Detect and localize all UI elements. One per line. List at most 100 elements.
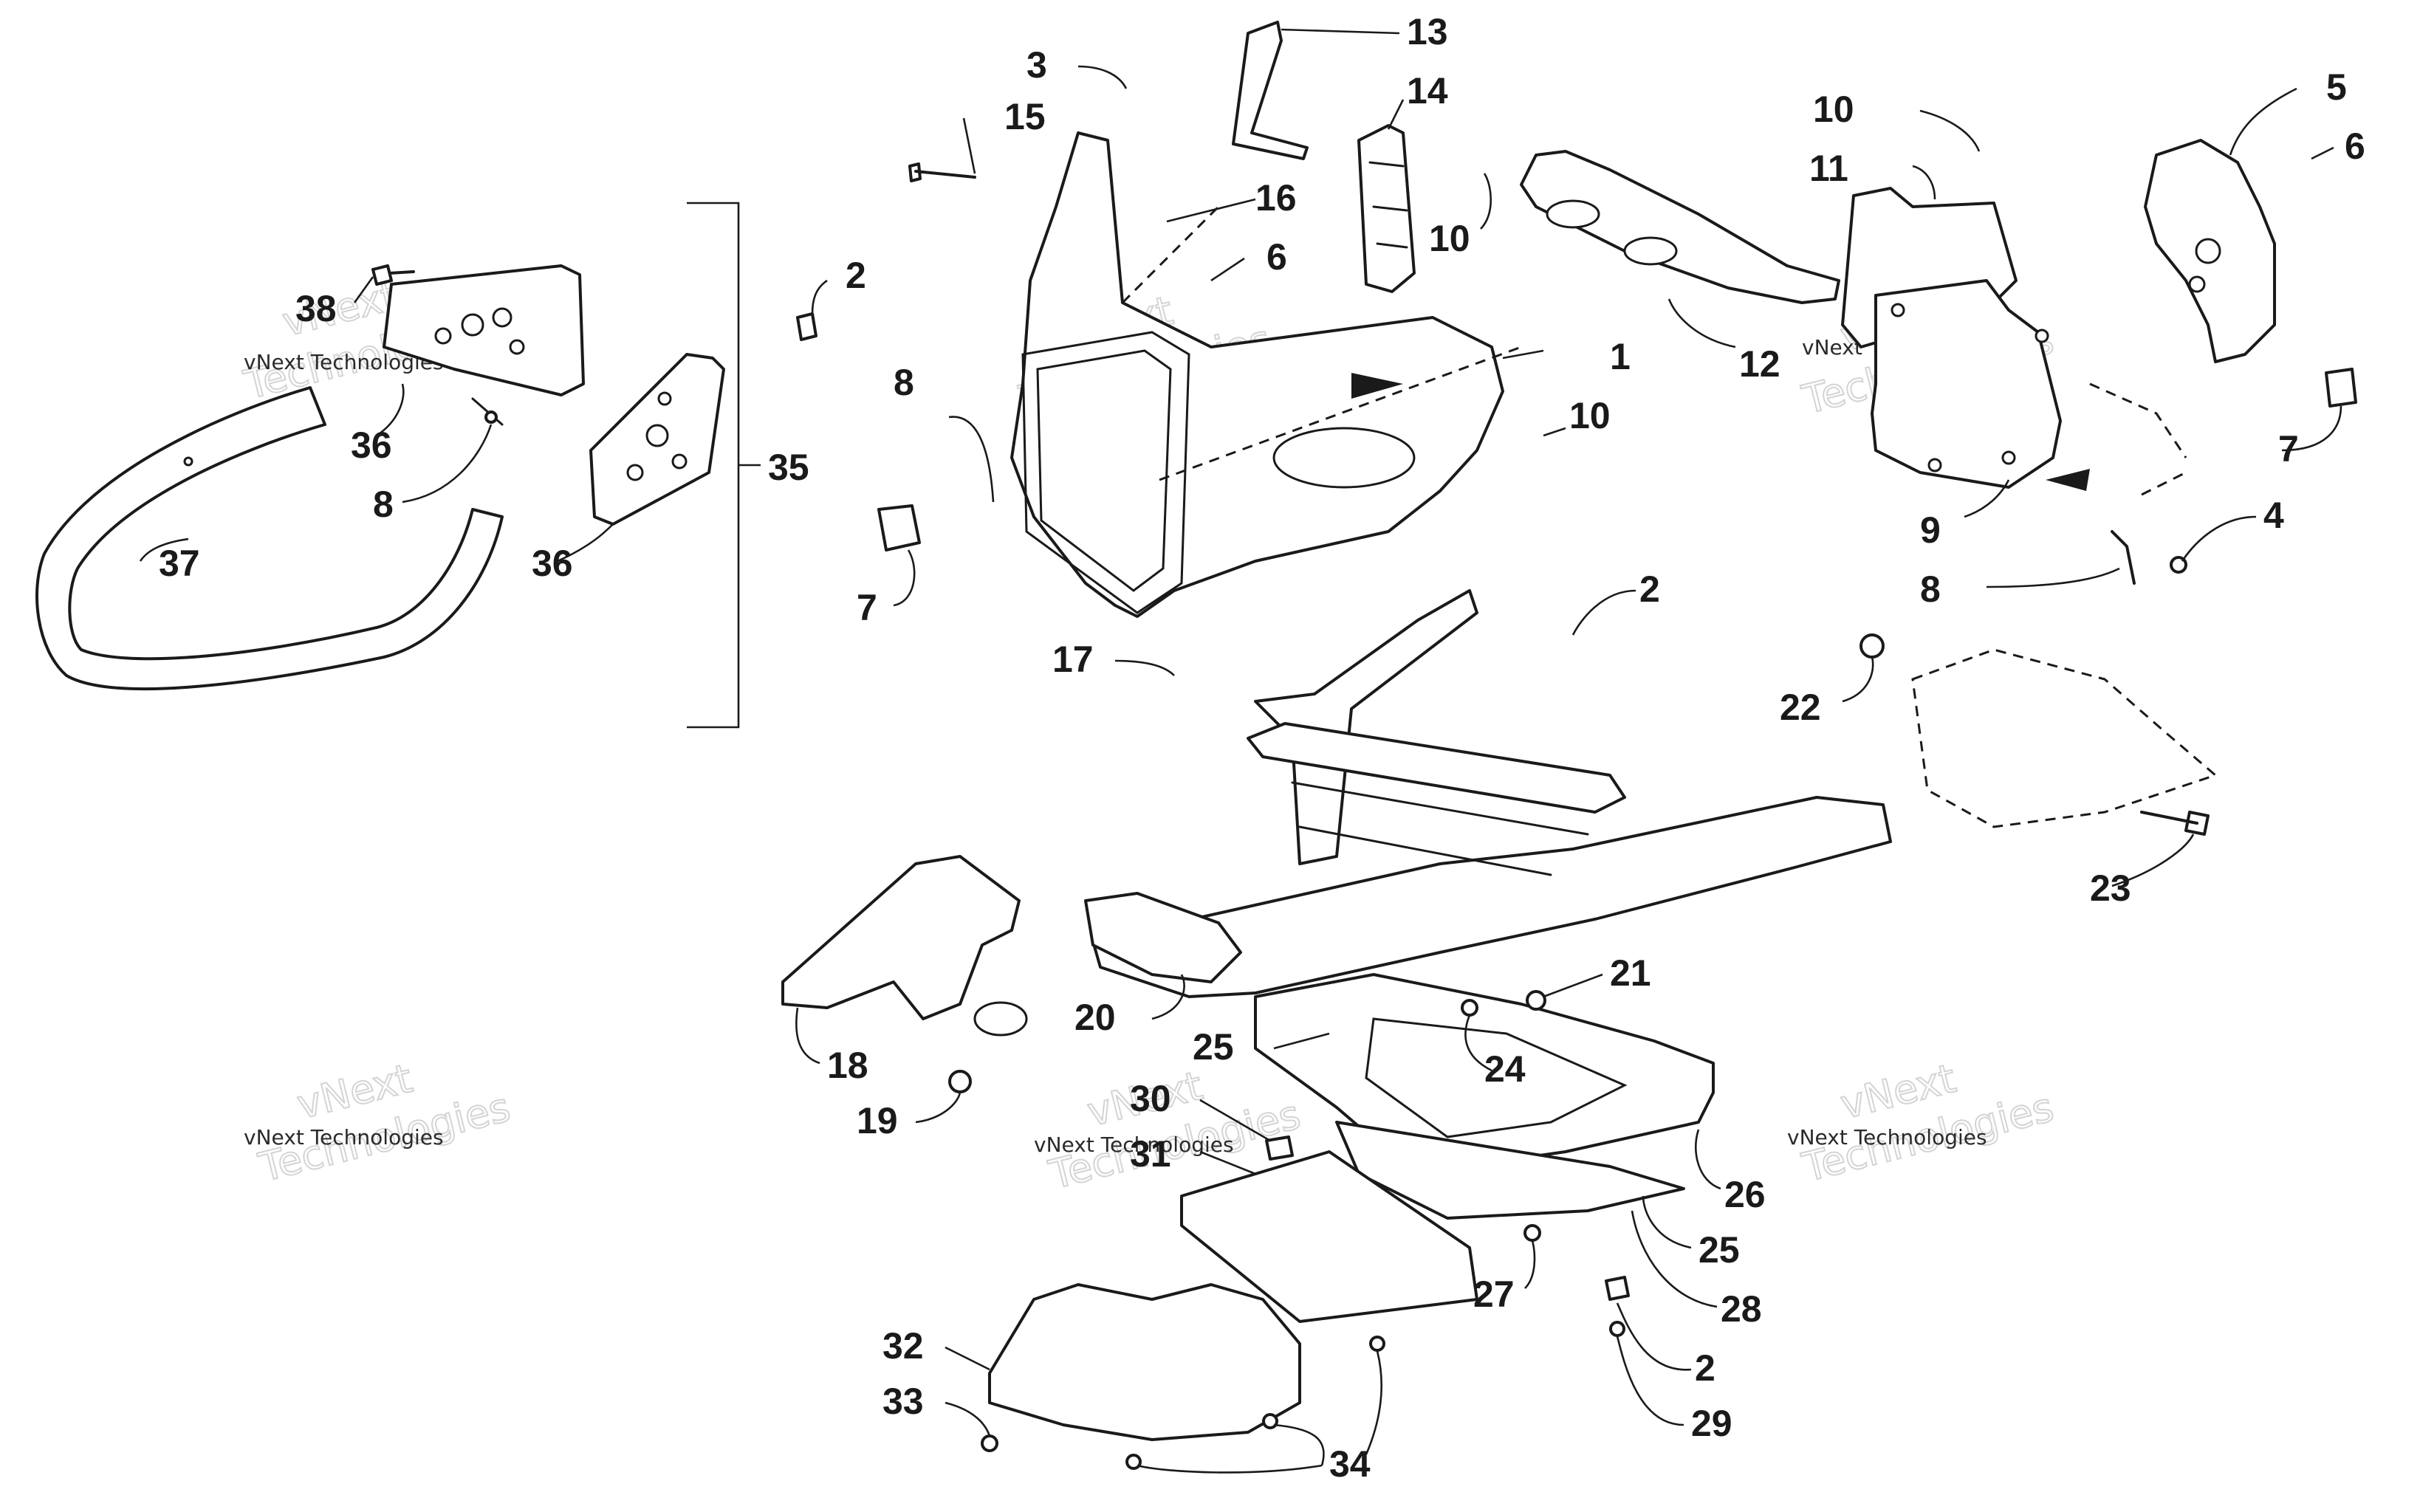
leader-2-top [811,279,828,315]
rivet-8-left-head [484,410,498,424]
callout-30: 30 [1130,1078,1171,1119]
panel-12 [1520,150,1840,304]
leader-36-bot [557,523,614,563]
leader-12 [1667,298,1736,348]
callout-38: 38 [295,288,337,329]
leader-30 [1199,1099,1271,1142]
nut-22 [1859,633,1885,659]
nut-19 [948,1070,972,1093]
leader-10-right [1919,109,1981,152]
leader-6-center [1210,257,1245,282]
frame-main-rail [1091,796,1892,998]
leader-33 [945,1401,991,1437]
leader-2-mid [1571,589,1636,636]
bracket-5-hole [2195,238,2221,264]
leader-14 [1387,99,1405,130]
clip-2-top [796,312,817,341]
panel-12-hole [1546,199,1600,229]
mount-plate-hole [509,339,525,355]
frame-dashed-outline [1911,648,2218,828]
screw-34a [1125,1454,1142,1470]
direction-arrow-right [2046,469,2090,491]
leader-21 [1543,973,1603,998]
skid-plate-assembly [981,973,1715,1470]
bracket-13 [1232,21,1309,160]
callout-22: 22 [1780,687,1821,728]
leader-26 [1694,1129,1721,1190]
bracket-18 [781,855,1021,1020]
callout-27: 27 [1473,1274,1515,1315]
rivet-8-right [2111,530,2136,585]
leader-8-right [1986,567,2120,588]
leader-36-top [376,383,405,437]
callout-10-right: 10 [1813,89,1854,130]
callout-28: 28 [1721,1288,1762,1330]
callout-7-right: 7 [2278,428,2299,470]
leader-4 [2181,515,2257,562]
bolt-21 [1526,990,1546,1011]
callout-34: 34 [1329,1443,1371,1485]
direction-arrow-center [1351,373,1403,399]
cover-9-hole [1927,458,1942,472]
bracket-18-tube [973,1001,1028,1037]
frame-brace [1291,781,1589,876]
leader-23 [2111,834,2195,887]
leader-38 [353,276,374,303]
callout-8-left: 8 [373,484,394,525]
mount-plate-hole [492,307,513,328]
callout-14: 14 [1407,70,1448,111]
callout-2-bot: 2 [1695,1347,1715,1389]
panel-12-hole [1623,236,1678,266]
callout-labels: 1 2 2 2 3 4 5 6 6 7 7 8 8 8 9 10 10 10 1… [159,11,2365,1485]
clip-30 [1265,1135,1294,1161]
callout-5: 5 [2326,66,2347,108]
skid-plate-26 [1254,973,1715,1168]
callout-8-center: 8 [894,362,914,403]
bracket-20 [1084,892,1242,983]
callout-36-bot: 36 [532,543,573,584]
leader-25-left [1273,1032,1330,1050]
leader-7-right [2281,405,2342,452]
callout-29: 29 [1691,1403,1732,1444]
leader-20 [1151,974,1185,1020]
cover-9-hole [1891,303,1905,317]
callout-25-left: 25 [1193,1026,1234,1068]
bolt-24 [1461,999,1478,1017]
leader-7-left [893,549,916,607]
callout-11: 11 [1809,148,1848,189]
callout-32: 32 [882,1325,924,1367]
callout-12: 12 [1739,343,1780,385]
leader-5 [2229,87,2297,156]
leader-1 [1502,349,1544,360]
watermark-small-text: vNext Technologies [244,1125,444,1150]
bumper-hole [183,456,193,467]
frame-side-member [1247,722,1626,814]
leader-13 [1281,28,1400,35]
callout-2-mid: 2 [1639,568,1660,610]
callout-36-top: 36 [351,425,392,466]
guard-32 [988,1283,1301,1441]
leader-28 [1631,1210,1718,1308]
cover-9 [1871,279,2062,489]
leader-10-mid [1480,173,1492,230]
mount-14-detail [1368,161,1408,249]
cover-9-hole [2001,450,2016,465]
mount-plate-hole [645,424,669,447]
guide-dashed [1121,205,1522,481]
leader-34 [1137,1350,1382,1474]
callout-2-top: 2 [846,255,866,296]
callout-16: 16 [1255,177,1297,219]
callout-8-right: 8 [1920,568,1941,610]
leader-17 [1114,659,1175,676]
callout-21: 21 [1610,952,1651,994]
callout-13: 13 [1407,11,1448,52]
leader-25-right [1642,1195,1692,1249]
callout-24: 24 [1484,1048,1526,1090]
bolt-15 [908,162,976,182]
skid-plate-31 [1180,1150,1478,1323]
leader-16 [1166,198,1256,223]
watermark-small-text: vNext Technologies [1787,1125,1987,1150]
rivet-8-left [471,397,504,426]
mount-plate-hole [461,313,484,337]
